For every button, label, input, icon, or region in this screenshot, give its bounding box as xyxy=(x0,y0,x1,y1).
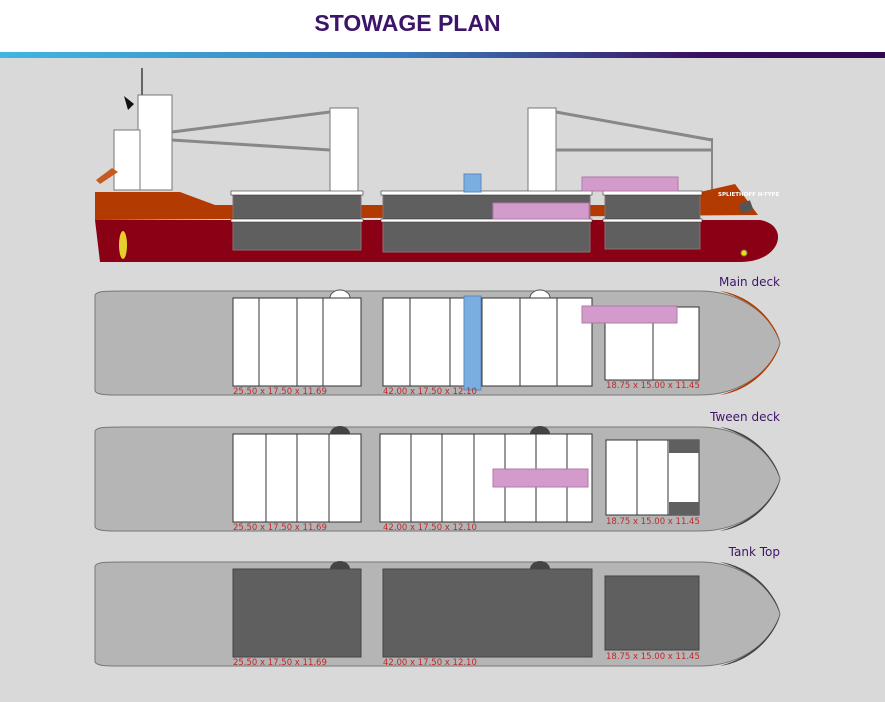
page-title: STOWAGE PLAN xyxy=(314,10,501,36)
manhole xyxy=(330,426,350,434)
hold-dimensions: 18.75 x 15.00 x 11.45 xyxy=(606,381,700,391)
hatch-covers xyxy=(230,190,703,223)
manhole xyxy=(530,426,550,434)
bow-shading xyxy=(720,562,780,666)
tank-top-plan: Tank Top 25.50 x 17.50 x 11.69 42.00 x 1… xyxy=(94,545,781,668)
deck-label: Tank Top xyxy=(728,545,780,559)
rudder xyxy=(100,232,114,260)
hold-dimensions: 42.00 x 17.50 x 12.10 xyxy=(383,658,477,668)
hold-dimensions: 25.50 x 17.50 x 11.69 xyxy=(233,658,327,668)
hold-dimensions: 25.50 x 17.50 x 11.69 xyxy=(233,387,327,397)
bridge-wing xyxy=(113,129,141,191)
lifeboat xyxy=(96,168,118,184)
hold-dimensions: 42.00 x 17.50 x 12.10 xyxy=(383,523,477,533)
cargo-pink-side-upper xyxy=(581,176,679,192)
header-gradient-bar xyxy=(0,52,885,58)
tween-deck-plan: Tween deck 25.50 x 17.50 x 11.69 42.00 x… xyxy=(94,410,781,533)
cargo-blue xyxy=(463,295,482,391)
hold-dimensions: 18.75 x 15.00 x 11.45 xyxy=(606,517,700,527)
hold-dimensions: 42.00 x 17.50 x 12.10 xyxy=(383,387,477,397)
side-hold-3-upper xyxy=(604,192,701,221)
hold-dimensions: 18.75 x 15.00 x 11.45 xyxy=(606,652,700,662)
manhole xyxy=(529,289,551,299)
side-hold-2-upper xyxy=(382,192,591,221)
cargo-pink-side-lower xyxy=(492,202,590,220)
manhole xyxy=(330,561,350,569)
hold-dimensions: 25.50 x 17.50 x 11.69 xyxy=(233,523,327,533)
cargo-blue-side xyxy=(463,173,482,193)
tween-holds xyxy=(232,433,700,523)
main-deck-plan: Main deck 25.50 x 17.50 x 11.69 42.00 x … xyxy=(94,275,781,397)
hold-fill xyxy=(669,502,699,515)
tank-top-holds xyxy=(232,568,700,658)
crane-aft xyxy=(171,107,359,193)
side-hold-1-upper xyxy=(232,192,362,221)
side-hold-3-lower xyxy=(604,221,701,250)
manhole xyxy=(530,561,550,569)
bulbous-mark xyxy=(740,249,748,257)
cargo-pink xyxy=(492,468,589,488)
propeller-icon xyxy=(119,231,127,259)
hold-fill xyxy=(669,440,699,453)
bow-shading xyxy=(720,427,780,531)
side-hold-2-lower xyxy=(382,221,591,253)
manhole xyxy=(329,289,351,299)
ship-side-view: SPLIETHOFF H-TYPE xyxy=(95,68,780,262)
bow-shading xyxy=(720,291,780,395)
ship-name: SPLIETHOFF H-TYPE xyxy=(718,192,780,198)
company-logo-icon xyxy=(738,200,754,214)
header: STOWAGE PLAN xyxy=(0,0,885,52)
side-holds xyxy=(232,192,701,253)
cargo-pink xyxy=(581,305,678,324)
funnel-icon xyxy=(124,96,134,110)
deck-label: Main deck xyxy=(719,275,780,289)
deck-label: Tween deck xyxy=(709,410,780,424)
side-hold-1-lower xyxy=(232,221,362,251)
superstructure xyxy=(137,94,173,191)
